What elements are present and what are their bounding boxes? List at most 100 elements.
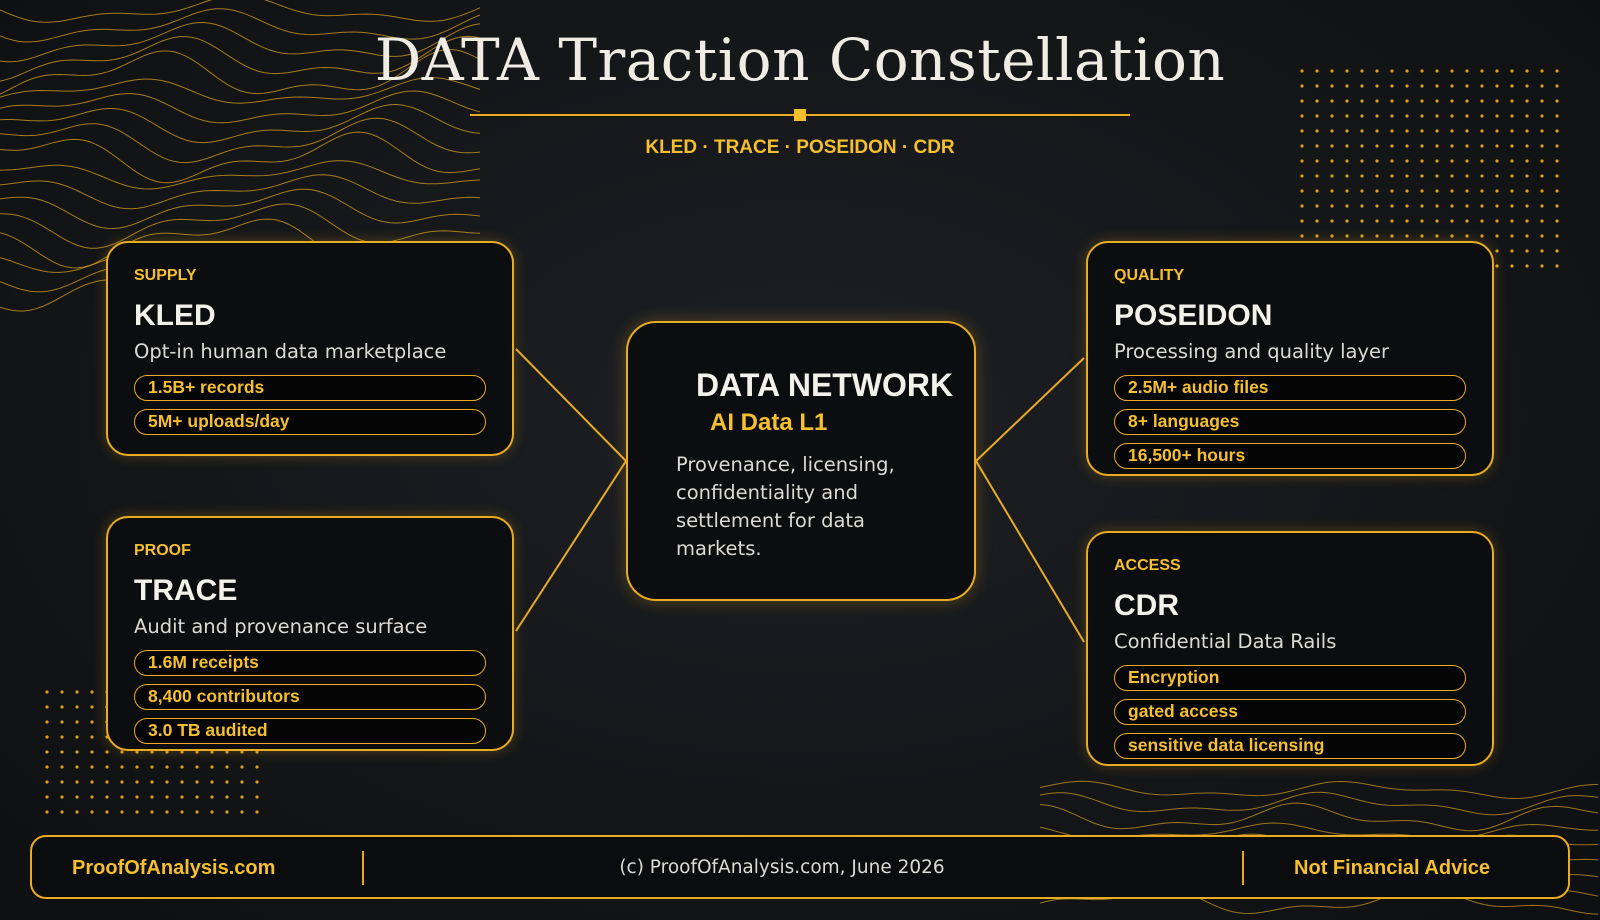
decor-dot bbox=[1420, 174, 1424, 178]
wave-line bbox=[1039, 780, 1599, 800]
decor-dot bbox=[1525, 234, 1529, 238]
decor-dot bbox=[1450, 219, 1454, 223]
decor-dot bbox=[180, 795, 184, 799]
decor-dot bbox=[1360, 129, 1364, 133]
decor-dot bbox=[1480, 174, 1484, 178]
card-eyebrow: QUALITY bbox=[1114, 267, 1185, 284]
wave-line bbox=[1039, 802, 1599, 832]
decor-dot bbox=[1345, 189, 1349, 193]
decor-dot bbox=[1390, 189, 1394, 193]
decor-dot bbox=[120, 795, 124, 799]
decor-dot bbox=[1525, 129, 1529, 133]
decor-dot bbox=[1390, 114, 1394, 118]
decor-dot bbox=[1435, 174, 1439, 178]
decor-dot bbox=[1390, 174, 1394, 178]
decor-dot bbox=[165, 810, 169, 814]
decor-dot bbox=[1495, 249, 1499, 253]
hub-description: Provenance, licensing, confidentiality a… bbox=[676, 453, 895, 560]
decor-dot bbox=[1465, 114, 1469, 118]
decor-dot bbox=[135, 810, 139, 814]
decor-dot bbox=[1315, 174, 1319, 178]
footer-divider bbox=[1242, 851, 1244, 885]
wave-line bbox=[1039, 791, 1599, 816]
decor-dot bbox=[195, 810, 199, 814]
card-description: Processing and quality layer bbox=[1114, 340, 1390, 363]
decor-dot bbox=[1465, 159, 1469, 163]
decor-dot bbox=[1555, 99, 1559, 103]
stat-pill: 1.5B+ records bbox=[134, 375, 486, 401]
connector-poseidon bbox=[975, 357, 1085, 462]
decor-dot bbox=[1450, 129, 1454, 133]
card-description: Confidential Data Rails bbox=[1114, 630, 1337, 653]
decor-dot bbox=[1450, 189, 1454, 193]
decor-dot bbox=[255, 765, 259, 769]
decor-dot bbox=[1480, 159, 1484, 163]
stat-pill: Encryption bbox=[1114, 665, 1466, 691]
decor-dot bbox=[45, 780, 49, 784]
decor-dot bbox=[1435, 204, 1439, 208]
decor-dot bbox=[90, 735, 94, 739]
decor-dot bbox=[75, 780, 79, 784]
footer-disclaimer: Not Financial Advice bbox=[1294, 857, 1490, 879]
decor-dot bbox=[225, 780, 229, 784]
decor-dot bbox=[75, 810, 79, 814]
decor-dot bbox=[1315, 99, 1319, 103]
connector-kled bbox=[515, 348, 627, 462]
decor-dot bbox=[1405, 219, 1409, 223]
footer-site-link[interactable]: ProofOfAnalysis.com bbox=[72, 857, 276, 879]
decor-dot bbox=[1465, 99, 1469, 103]
decor-dot bbox=[1555, 114, 1559, 118]
decor-dot bbox=[1525, 249, 1529, 253]
decor-dot bbox=[1525, 174, 1529, 178]
decor-dot bbox=[1375, 234, 1379, 238]
decor-dot bbox=[1420, 189, 1424, 193]
decor-dot bbox=[1315, 114, 1319, 118]
decor-dot bbox=[150, 795, 154, 799]
decor-dot bbox=[225, 795, 229, 799]
decor-dot bbox=[1555, 189, 1559, 193]
decor-dot bbox=[1435, 159, 1439, 163]
decor-dot bbox=[150, 765, 154, 769]
decor-dot bbox=[1405, 234, 1409, 238]
stat-pill: 8,400 contributors bbox=[134, 684, 486, 710]
decor-dot bbox=[1450, 234, 1454, 238]
decor-dot bbox=[1525, 204, 1529, 208]
decor-dot bbox=[1345, 114, 1349, 118]
decor-dot bbox=[1510, 174, 1514, 178]
decor-dot bbox=[1345, 129, 1349, 133]
decor-dot bbox=[1345, 234, 1349, 238]
decor-dot bbox=[45, 690, 49, 694]
decor-dot bbox=[1300, 129, 1304, 133]
decor-dot bbox=[1360, 99, 1364, 103]
card-name: POSEIDON bbox=[1114, 299, 1273, 332]
wave-line bbox=[0, 188, 481, 230]
decor-dot bbox=[1540, 204, 1544, 208]
decor-dot bbox=[90, 765, 94, 769]
decor-dot bbox=[1540, 219, 1544, 223]
decor-dot bbox=[1465, 174, 1469, 178]
decor-dot bbox=[1315, 204, 1319, 208]
decor-dot bbox=[1450, 204, 1454, 208]
card-poseidon: QUALITY POSEIDON Processing and quality … bbox=[1086, 241, 1494, 476]
decor-dot bbox=[1420, 234, 1424, 238]
decor-dot bbox=[1300, 189, 1304, 193]
decor-dot bbox=[120, 810, 124, 814]
decor-dot bbox=[1375, 129, 1379, 133]
decor-dot bbox=[240, 780, 244, 784]
decor-dot bbox=[1315, 159, 1319, 163]
decor-dot bbox=[1375, 99, 1379, 103]
dot-grid-top-right bbox=[1300, 69, 1559, 268]
decor-dot bbox=[1510, 264, 1514, 268]
decor-dot bbox=[1360, 189, 1364, 193]
decor-dot bbox=[1495, 189, 1499, 193]
decor-dot bbox=[1360, 159, 1364, 163]
decor-dot bbox=[75, 765, 79, 769]
decor-dot bbox=[120, 780, 124, 784]
decor-dot bbox=[1375, 174, 1379, 178]
decor-dot bbox=[1540, 129, 1544, 133]
decor-dot bbox=[1510, 249, 1514, 253]
decor-dot bbox=[60, 765, 64, 769]
decor-dot bbox=[75, 690, 79, 694]
stat-pill: sensitive data licensing bbox=[1114, 733, 1466, 759]
decor-dot bbox=[210, 795, 214, 799]
